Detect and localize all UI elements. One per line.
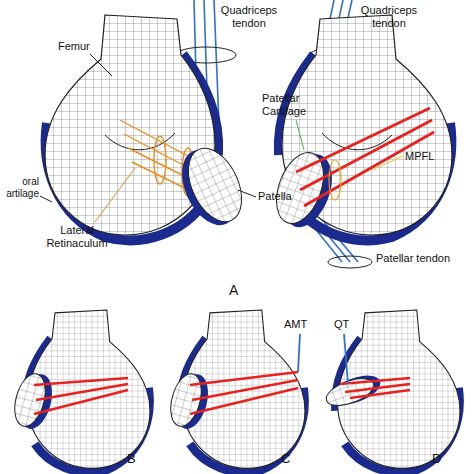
tendon-label: Quadriceps tendon [358, 4, 420, 29]
illustration-part [340, 378, 410, 384]
illustration-part [298, 334, 300, 372]
panel-letter: D [432, 452, 452, 467]
femur [336, 310, 460, 472]
illustration-part [154, 136, 166, 184]
illustration-part [95, 168, 135, 222]
illustration-part [372, 156, 403, 170]
part-label: Patellar Cartilage [262, 92, 318, 117]
illustration-part [296, 120, 304, 150]
illustration-part [304, 132, 434, 206]
part-label: AMT [284, 318, 318, 331]
illustration-part [90, 54, 112, 76]
patella [267, 145, 341, 234]
illustration-part [192, 380, 298, 400]
femur [45, 15, 217, 240]
illustration-part [238, 190, 256, 197]
part-label: Patellar tendon [376, 252, 466, 265]
patella [171, 139, 253, 234]
illustration-part [296, 108, 430, 172]
illustration-part [36, 384, 128, 400]
part-label: Femur [58, 40, 98, 53]
illustration-part [178, 140, 253, 230]
leader-lines [40, 54, 403, 222]
illustration-part [34, 378, 128, 385]
illustration-part [344, 334, 348, 384]
mpfl-lines [34, 372, 410, 414]
mpfl-ring [329, 160, 341, 200]
illustration-part [165, 370, 206, 429]
panel-letter: B [127, 452, 147, 467]
illustration-part [34, 390, 128, 414]
illustration-part [45, 15, 215, 235]
panel-letter: C [281, 452, 301, 467]
illustration-part [40, 196, 52, 202]
tendon-line [298, 334, 348, 384]
patella [9, 369, 384, 432]
femur [280, 15, 452, 240]
part-label: MPFL [405, 150, 445, 163]
illustration-part [190, 388, 298, 414]
part-label: oral artilage [1, 176, 39, 199]
illustration-part [9, 369, 57, 432]
part-label: Lateral Retinaculum [40, 224, 114, 249]
part-label: Patella [258, 190, 302, 203]
part-label: QT [334, 318, 364, 331]
illustration-part [350, 390, 410, 398]
illustration-part [9, 370, 50, 429]
tendon-ring [328, 256, 372, 268]
tendon-label: Quadriceps tendon [218, 4, 280, 29]
illustration-part [165, 369, 213, 432]
panel-letter: A [229, 282, 249, 298]
